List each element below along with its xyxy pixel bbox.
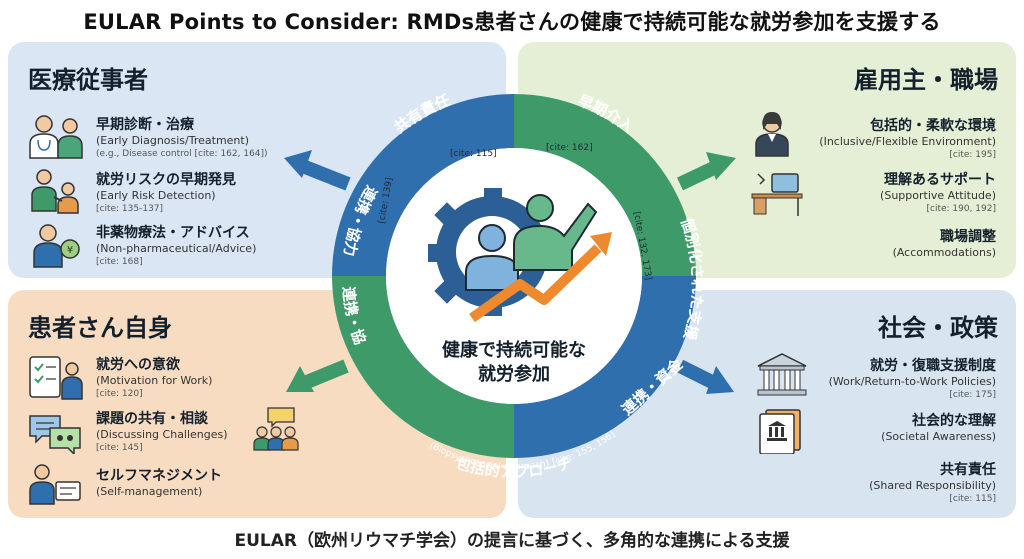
item-cite: [cite: 135-137] — [96, 204, 164, 214]
item-title: 社会的な理解 — [912, 413, 996, 429]
workstation-icon — [751, 173, 803, 216]
people-icon — [465, 194, 598, 291]
society-item-2: 社会的な理解 (Societal Awareness) — [881, 413, 996, 444]
item-title: 理解あるサポート — [884, 172, 996, 188]
society-item-3: 共有責任 (Shared Responsibility) [cite: 115] — [869, 462, 996, 505]
item-english: (Motivation for Work) — [96, 374, 213, 387]
item-english: (Early Diagnosis/Treatment) — [96, 134, 250, 147]
page-footer: EULAR（欧州リウマチ学会）の提言に基づく、多角的な連携による支援 — [234, 531, 790, 551]
businesswoman-icon — [755, 112, 789, 157]
item-english: (Accommodations) — [892, 246, 996, 259]
self-management-icon — [29, 464, 81, 505]
svg-text:¥: ¥ — [67, 245, 73, 256]
arrow-to-employer — [677, 159, 721, 191]
chat-bubbles-icon — [29, 415, 81, 454]
item-english: (Supportive Attitude) — [880, 189, 996, 202]
patient-item-1: 就労への意欲 (Motivation for Work) [cite: 120] — [96, 357, 212, 400]
item-cite: [cite: 115] — [949, 494, 996, 504]
item-title: 非薬物療法・アドバイス — [96, 225, 250, 241]
patient-heading: 患者さん自身 — [28, 314, 172, 342]
item-cite: [cite: 145] — [96, 443, 143, 453]
ring-cite-162: [cite: 162] — [546, 143, 593, 153]
advice-icon: ¥ — [33, 224, 80, 268]
arrowhead-patient — [286, 366, 314, 392]
item-english: (Societal Awareness) — [881, 430, 996, 443]
society-item-1: 就労・復職支援制度 (Work/Return-to-Work Policies)… — [829, 358, 996, 401]
item-title: 課題の共有・相談 — [96, 411, 208, 427]
item-title: 包括的・柔軟な環境 — [870, 118, 996, 134]
arrow-to-healthcare — [297, 158, 351, 191]
item-english: (Discussing Challenges) — [96, 428, 228, 441]
item-title: 職場調整 — [940, 229, 996, 245]
center-label-line-1: 健康で持続可能な — [442, 339, 586, 361]
ring-segment-bottom-right — [514, 276, 696, 458]
group-discussion-icon — [253, 407, 299, 451]
arrow-to-society — [676, 359, 720, 391]
item-cite: [cite: 190, 192] — [926, 204, 996, 214]
arrow-to-patient — [299, 359, 349, 391]
item-english: (Shared Responsibility) — [869, 479, 996, 492]
item-cite: [cite: 120] — [96, 389, 143, 399]
center-label-line-2: 就労参加 — [478, 363, 550, 385]
employer-heading: 雇用主・職場 — [854, 66, 998, 94]
growth-arrow-icon — [469, 232, 612, 323]
item-cite: (e.g., Disease control [cite: 162, 164]) — [96, 149, 268, 159]
healthcare-item-3: 非薬物療法・アドバイス (Non-pharmaceutical/Advice) … — [96, 225, 256, 268]
ring-cite-115: [cite: 115] — [450, 149, 497, 159]
employer-item-2: 理解あるサポート (Supportive Attitude) [cite: 19… — [880, 172, 996, 215]
arrowhead-society — [706, 366, 734, 394]
item-english: (Inclusive/Flexible Environment) — [819, 135, 996, 148]
item-english: (Early Risk Detection) — [96, 189, 216, 202]
doctor-nurse-icon — [29, 115, 83, 159]
motivation-checklist-icon — [29, 356, 83, 400]
ring-segment-top-left — [332, 94, 514, 276]
healthcare-item-2: 就労リスクの早期発見 (Early Risk Detection) [cite:… — [96, 172, 236, 215]
ring-segment-bottom-left — [332, 276, 514, 458]
employer-item-3: 職場調整 (Accommodations) — [893, 229, 996, 260]
healthcare-item-1: 早期診断・治療 (Early Diagnosis/Treatment) (e.g… — [96, 117, 268, 160]
page-title: EULAR Points to Consider: RMDs患者さんの健康で持続… — [83, 10, 941, 34]
item-title: 就労・復職支援制度 — [870, 358, 996, 374]
item-title: 就労リスクの早期発見 — [96, 172, 236, 188]
item-title: 就労への意欲 — [96, 357, 180, 373]
item-title: セルフマネジメント — [96, 468, 222, 484]
society-heading: 社会・政策 — [878, 314, 998, 342]
healthcare-heading: 医療従事者 — [28, 66, 148, 94]
item-cite: [cite: 168] — [96, 257, 143, 267]
risk-detection-icon — [31, 169, 79, 214]
item-english: (Work/Return-to-Work Policies) — [828, 375, 996, 388]
employer-item-1: 包括的・柔軟な環境 (Inclusive/Flexible Environmen… — [819, 118, 996, 161]
item-english: (Self-management) — [96, 485, 203, 498]
arrowhead-employer — [706, 152, 736, 180]
item-title: 共有責任 — [940, 462, 996, 478]
arrowhead-healthcare — [284, 150, 312, 178]
government-building-icon — [757, 353, 807, 396]
item-english: (Non-pharmaceutical/Advice) — [96, 242, 257, 255]
patient-item-2: 課題の共有・相談 (Discussing Challenges) [cite: … — [96, 411, 228, 454]
item-cite: [cite: 175] — [949, 390, 996, 400]
item-title: 早期診断・治療 — [96, 117, 194, 133]
policy-document-icon — [759, 409, 801, 454]
ring-segment-top-right — [514, 94, 696, 276]
item-cite: [cite: 195] — [949, 150, 996, 160]
patient-item-3: セルフマネジメント (Self-management) — [96, 468, 222, 499]
